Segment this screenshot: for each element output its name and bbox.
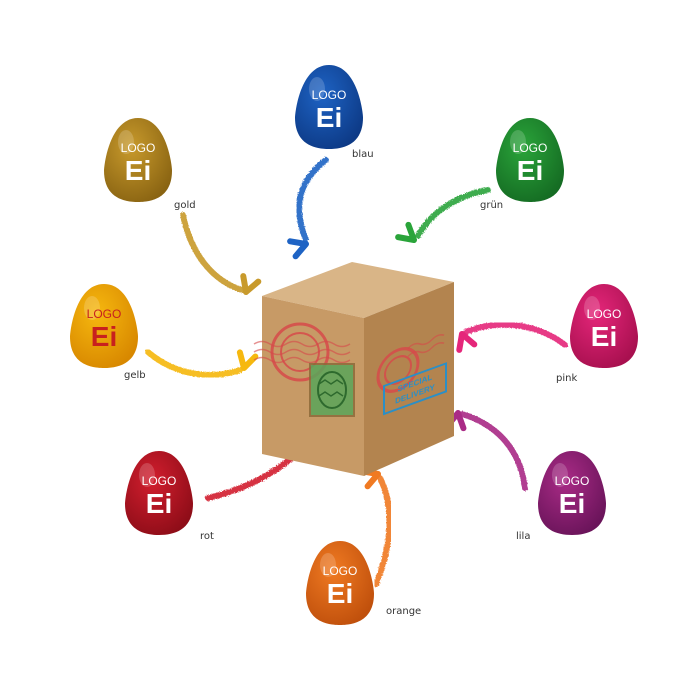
egg-logo-line2: Ei — [591, 321, 617, 352]
egg-logo-line2: Ei — [91, 321, 117, 352]
egg-highlight — [552, 463, 568, 487]
arrow-head-blau — [287, 238, 309, 260]
arrow-head-gruen — [395, 221, 417, 243]
side-postmark — [376, 334, 445, 393]
egg-highlight — [309, 77, 325, 101]
cardboard-box: SPECIAL DELIVERY — [253, 262, 454, 476]
egg-highlight — [510, 130, 526, 154]
egg-highlight — [584, 296, 600, 320]
arrow-blau — [287, 157, 329, 260]
egg-logo-line2: Ei — [125, 155, 151, 186]
egg-label-blau: blau — [352, 149, 374, 160]
arrow-gold — [180, 212, 262, 295]
egg-stamp — [309, 363, 355, 417]
special-delivery-stamp: SPECIAL DELIVERY — [383, 362, 447, 416]
arrow-gruen — [395, 187, 491, 243]
egg-shape-gelb — [70, 284, 138, 368]
egg-shape-pink — [570, 284, 638, 368]
egg-label-rot: rot — [200, 531, 214, 542]
box-side — [364, 282, 454, 476]
egg-highlight — [320, 553, 336, 577]
egg-logo-line1: LOGO — [121, 141, 156, 155]
egg-logo-line1: LOGO — [323, 564, 358, 578]
egg-logo-line1: LOGO — [87, 307, 122, 321]
egg-shape-orange — [306, 541, 374, 625]
egg-shape-rot — [125, 451, 193, 535]
egg-logo-line1: LOGO — [587, 307, 622, 321]
egg-logo-line2: Ei — [146, 488, 172, 519]
arrow-head-gold — [240, 273, 262, 295]
egg-highlight — [118, 130, 134, 154]
egg-logo-line2: Ei — [559, 488, 585, 519]
egg-shape-gruen — [496, 118, 564, 202]
egg-logo-line1: LOGO — [142, 474, 177, 488]
arrow-lila — [444, 410, 528, 491]
egg-highlight — [84, 296, 100, 320]
egg-label-gruen: grün — [480, 200, 503, 211]
egg-logo-line1: LOGO — [555, 474, 590, 488]
egg-label-lila: lila — [516, 531, 530, 542]
arrow-gelb — [145, 349, 259, 378]
box-top — [262, 262, 454, 318]
egg-shape-gold — [104, 118, 172, 202]
egg-label-gelb: gelb — [124, 370, 146, 381]
egg-logo-line1: LOGO — [312, 88, 347, 102]
egg-label-gold: gold — [174, 200, 196, 211]
egg-logo-line1: LOGO — [513, 141, 548, 155]
egg-label-pink: pink — [556, 373, 577, 384]
egg-logo-line2: Ei — [327, 578, 353, 609]
arrow-head-gelb — [236, 349, 259, 371]
egg-highlight — [139, 463, 155, 487]
egg-shape-blau — [295, 65, 363, 149]
arrow-pink — [456, 321, 568, 353]
egg-logo-line2: Ei — [517, 155, 543, 186]
arrow-head-pink — [456, 331, 478, 353]
postmark-stamp — [253, 322, 351, 382]
egg-logo-line2: Ei — [316, 102, 342, 133]
egg-label-orange: orange — [386, 606, 421, 617]
egg-shape-lila — [538, 451, 606, 535]
